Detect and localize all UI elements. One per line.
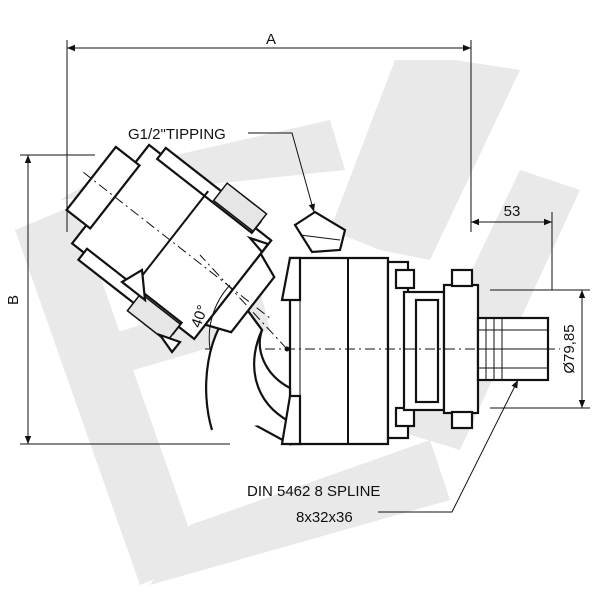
- callout-spline: DIN 5462 8 SPLINE 8x32x36: [247, 379, 519, 526]
- dimension-53: 53: [471, 203, 553, 290]
- callout-spline-line1: DIN 5462 8 SPLINE: [247, 483, 380, 500]
- angled-cylinder-block: [65, 143, 276, 343]
- dim-diameter-label: Ø79,85: [561, 324, 578, 373]
- callout-port: G1/2"TIPPING: [128, 126, 315, 213]
- angle-annotation: 40°: [188, 254, 288, 350]
- dimension-b: B: [5, 154, 230, 445]
- dim-a-label: A: [266, 31, 276, 48]
- detail-bolts: [120, 235, 270, 354]
- dim-53-label: 53: [504, 203, 521, 220]
- port-fitting: [293, 210, 347, 254]
- watermark-logo: [15, 60, 580, 585]
- dimension-diameter: Ø79,85: [490, 289, 590, 409]
- bent-housing: [205, 256, 302, 446]
- dimension-a: A: [66, 31, 472, 232]
- dim-b-label: B: [5, 295, 22, 305]
- callout-port-label: G1/2"TIPPING: [128, 126, 226, 143]
- callout-spline-line2: 8x32x36: [296, 509, 353, 526]
- angle-label: 40°: [188, 303, 212, 330]
